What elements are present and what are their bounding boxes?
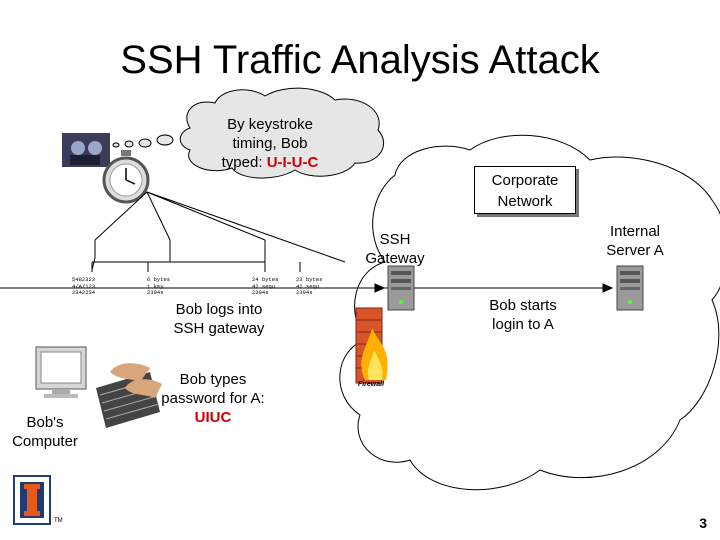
page-title: SSH Traffic Analysis Attack — [120, 38, 600, 82]
thought-bubble-text: By keystroke timing, Bob typed: U-I-U-C — [200, 115, 340, 172]
bob-types-line-1: Bob types — [179, 371, 247, 388]
spy-icon — [62, 133, 110, 167]
thought-line-1: By keystroke — [227, 116, 313, 133]
bob-logs-line-1: Bob logs into — [175, 301, 263, 318]
password-highlight: UIUC — [194, 409, 232, 426]
packet-2-line-2: 1 key — [147, 282, 164, 290]
bob-types-label: Bob types password for A: UIUC — [150, 370, 276, 427]
university-logo — [13, 475, 51, 525]
packet-1-line-1: 5482323 — [72, 276, 96, 283]
ssh-gateway-server-icon — [387, 265, 415, 311]
bob-computer-line-1: Bob's — [26, 414, 64, 431]
packet-snippet-3: 24 bytes 42 sequ 2394s — [252, 276, 288, 297]
ssh-gateway-line-2: Gateway — [365, 250, 425, 267]
packet-4-line-1: 23 bytes — [296, 276, 323, 283]
page-number: 3 — [699, 515, 707, 531]
packet-4-line-2: 42 sequ — [296, 282, 320, 290]
bob-logs-line-2: SSH gateway — [173, 320, 265, 337]
thought-bubble — [112, 87, 384, 179]
ssh-gateway-label: SSH Gateway — [350, 230, 440, 268]
packet-snippet-4: 23 bytes 42 sequ 2394s — [296, 276, 332, 297]
bob-types-line-2: password for A: — [161, 390, 265, 407]
packet-1-line-2: 4/A/123 — [72, 282, 96, 290]
corporate-line-1: Corporate — [491, 172, 559, 189]
stopwatch-icon — [102, 150, 150, 204]
thought-line-3: typed: U-I-U-C — [200, 153, 340, 172]
packet-4-line-3: 2394s — [296, 289, 313, 296]
packet-2-line-1: 6 bytes — [147, 276, 171, 283]
bob-computer-icon — [35, 346, 87, 398]
typed-keys-highlight: U-I-U-C — [266, 154, 319, 171]
bob-logs-label: Bob logs into SSH gateway — [160, 300, 278, 338]
packet-snippet-2: 6 bytes 1 key 2394s — [147, 276, 183, 297]
bob-computer-label: Bob's Computer — [4, 413, 86, 451]
thought-line-2: timing, Bob — [232, 135, 308, 152]
packet-2-line-3: 2394s — [147, 289, 164, 296]
packet-3-line-1: 24 bytes — [252, 276, 279, 283]
keyboard-hands-icon — [96, 363, 162, 428]
bob-starts-label: Bob starts login to A — [470, 296, 576, 334]
packet-snippet-1: 5482323 4/A/123 2342234 — [72, 276, 112, 297]
corporate-network-label: Corporate Network — [474, 166, 576, 214]
packet-3-line-2: 42 sequ — [252, 282, 276, 290]
bob-computer-line-2: Computer — [12, 433, 78, 450]
traffic-line — [0, 283, 614, 293]
thought-line-3-prefix: typed: — [221, 154, 263, 171]
wiretap-lines — [91, 191, 346, 272]
internal-server-line-2: Server A — [606, 242, 664, 259]
corporate-line-2: Network — [497, 193, 553, 210]
packet-3-line-3: 2394s — [252, 289, 269, 296]
bob-starts-line-2: login to A — [492, 316, 554, 333]
ssh-gateway-line-1: SSH — [379, 231, 411, 248]
internal-server-line-1: Internal — [609, 223, 661, 240]
bob-starts-line-1: Bob starts — [489, 297, 557, 314]
logo-trademark: TM — [54, 518, 63, 524]
packet-1-line-3: 2342234 — [72, 289, 96, 296]
firewall-label: Firewall — [357, 381, 385, 388]
internal-server-icon — [616, 265, 644, 311]
firewall-icon — [355, 307, 388, 384]
internal-server-label: Internal Server A — [590, 222, 680, 260]
